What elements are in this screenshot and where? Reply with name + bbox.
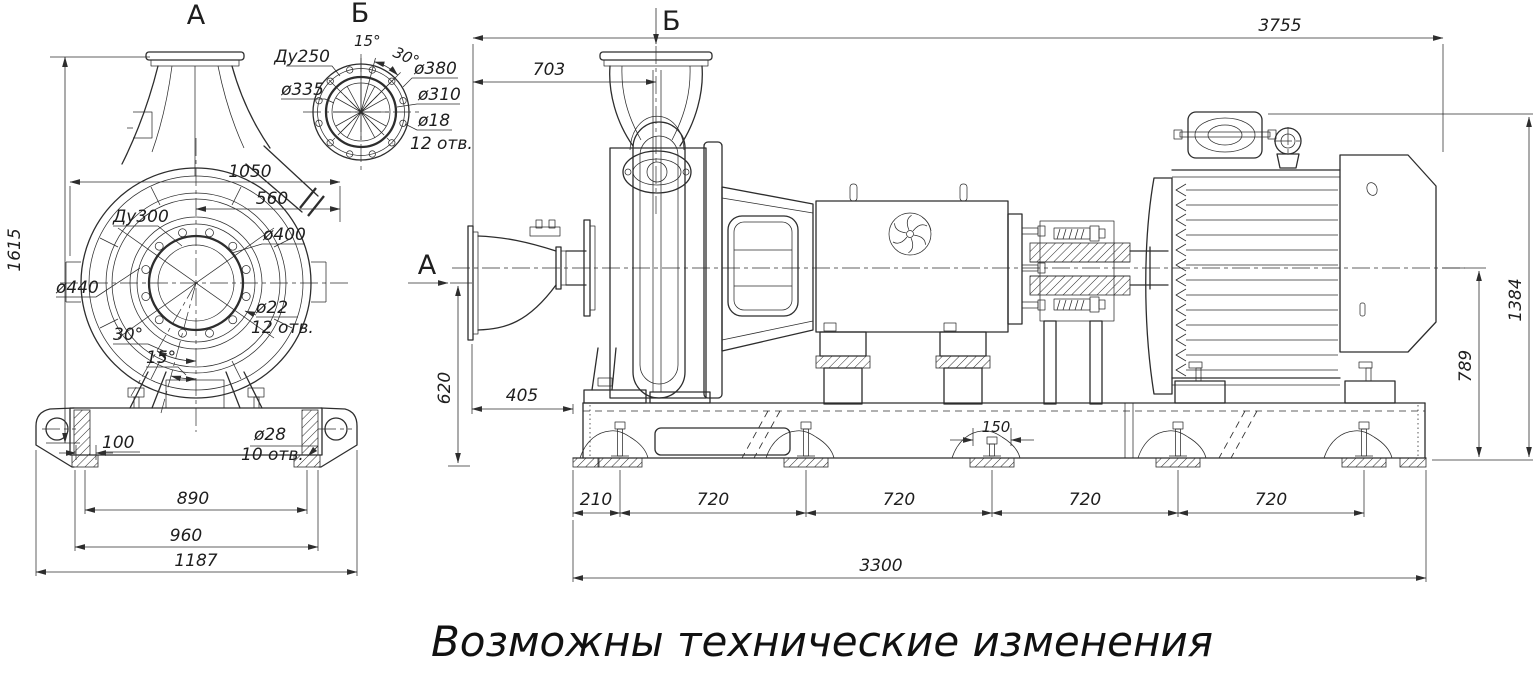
side-section-b-label: Б (662, 6, 681, 37)
side-section-a-label: А (418, 250, 437, 281)
svg-text:720: 720 (697, 490, 729, 510)
svg-text:15°: 15° (354, 32, 381, 50)
svg-text:560: 560 (256, 189, 288, 209)
pump-base-front (35, 371, 358, 468)
svg-text:3755: 3755 (1258, 16, 1301, 36)
svg-text:ø400: ø400 (262, 225, 306, 245)
svg-text:12 отв.: 12 отв. (410, 134, 473, 154)
front-view: А (5, 0, 358, 576)
pump-casing-side (583, 51, 723, 404)
discharge-branch-front (245, 145, 325, 217)
svg-text:960: 960 (170, 526, 202, 546)
flange-detail-view: Б 15° 30° Ду250 ø335 ø380 ø310 ø18 12 от… (273, 0, 473, 170)
svg-text:12 отв.: 12 отв. (251, 318, 314, 338)
bearing-frame (815, 183, 1046, 405)
lifting-eye (1274, 127, 1302, 169)
svg-text:ø22: ø22 (255, 298, 288, 318)
flange-bolt-holes (315, 66, 407, 158)
svg-text:1187: 1187 (174, 551, 217, 571)
electric-motor (1145, 111, 1437, 404)
svg-text:100: 100 (102, 433, 134, 453)
suction-flange-front (117, 216, 275, 350)
svg-text:620: 620 (435, 372, 455, 404)
pump-impeller-logo (888, 212, 932, 256)
svg-text:ø310: ø310 (417, 85, 461, 105)
svg-text:3300: 3300 (859, 556, 902, 576)
technical-changes-note: Возможны технические изменения (431, 617, 1213, 666)
svg-text:720: 720 (1069, 490, 1101, 510)
svg-text:890: 890 (177, 489, 209, 509)
terminal-box (1173, 111, 1277, 159)
svg-text:30°: 30° (113, 325, 143, 345)
svg-text:720: 720 (1255, 490, 1287, 510)
side-view: Б А (408, 6, 1533, 582)
svg-text:ø28: ø28 (253, 425, 286, 445)
svg-text:789: 789 (1456, 350, 1476, 382)
coupling (1029, 220, 1169, 405)
front-view-dimensions: 1615 1050 560 Ду300 ø400 ø440 ø22 12 отв… (5, 56, 358, 576)
pump-casing-front (65, 111, 327, 399)
svg-text:ø380: ø380 (413, 59, 457, 79)
svg-text:210: 210 (580, 490, 612, 510)
svg-text:Ду250: Ду250 (273, 47, 330, 67)
discharge-nozzle-front (121, 51, 271, 176)
anchor-bolts (579, 421, 1393, 468)
svg-text:15°: 15° (146, 348, 176, 368)
svg-text:150: 150 (982, 418, 1011, 436)
lantern-bracket (721, 186, 814, 352)
front-view-label: А (187, 0, 206, 31)
svg-text:ø335: ø335 (280, 80, 324, 100)
svg-text:Ду300: Ду300 (112, 207, 169, 227)
svg-text:720: 720 (883, 490, 915, 510)
svg-text:405: 405 (506, 386, 538, 406)
svg-text:1050: 1050 (228, 162, 271, 182)
svg-text:10 отв.: 10 отв. (241, 445, 304, 465)
svg-text:703: 703 (533, 60, 565, 80)
svg-text:1384: 1384 (1506, 278, 1526, 321)
svg-text:ø440: ø440 (55, 278, 99, 298)
flange-detail-label: Б (351, 0, 370, 29)
side-view-dimensions: 3755 703 620 405 150 210 720 720 720 720 (435, 16, 1533, 582)
svg-text:1615: 1615 (5, 228, 25, 271)
base-frame (572, 402, 1427, 468)
svg-text:ø18: ø18 (417, 111, 450, 131)
suction-pipe-side (467, 219, 596, 341)
